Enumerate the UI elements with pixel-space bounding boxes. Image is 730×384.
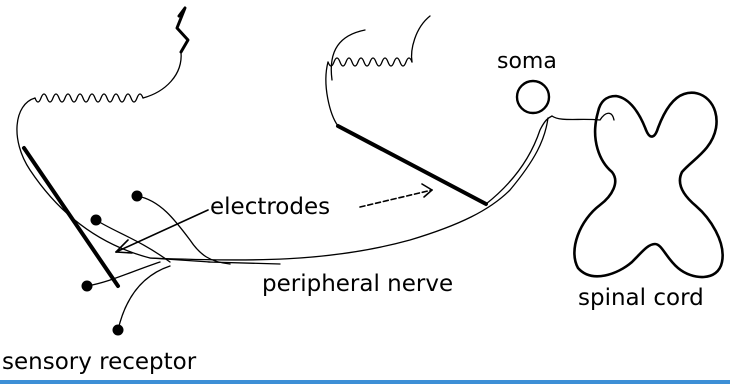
spinal-cord-outline <box>574 93 722 277</box>
peripheral-nerve-label: peripheral nerve <box>262 273 453 296</box>
middle-nerve-fiber <box>326 16 486 204</box>
soma-cell-body <box>517 81 549 113</box>
peripheral-nerve-path <box>150 113 614 260</box>
soma-label: soma <box>497 51 557 73</box>
sensory-receptor-label: sensory receptor <box>2 351 196 374</box>
bottom-accent-bar <box>0 380 730 384</box>
left-thick-segment <box>24 148 118 286</box>
spinal-cord-label: spinal cord <box>578 287 704 310</box>
left-nerve-fiber <box>17 8 280 264</box>
electrodes-label: electrodes <box>210 196 330 219</box>
